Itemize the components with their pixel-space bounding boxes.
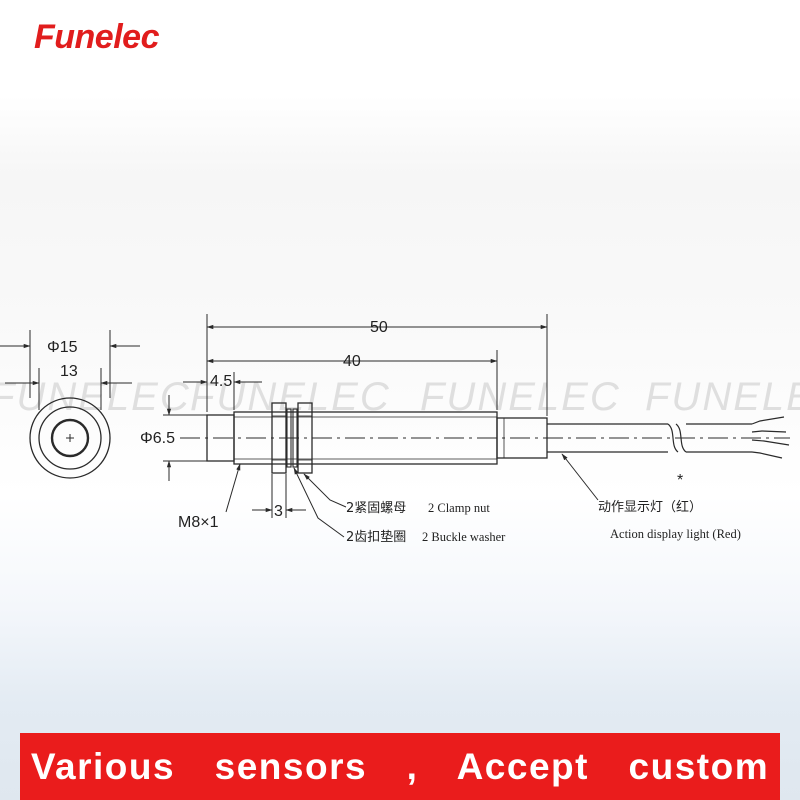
buckle-washer-back	[292, 408, 298, 468]
end-view-outer-ring	[29, 397, 111, 479]
light-cn: 动作显示灯（红）	[598, 499, 702, 515]
promo-banner: Various sensors , Accept custom	[20, 733, 780, 800]
end-view-center-mark	[66, 434, 74, 442]
d3-label: 3	[274, 503, 283, 520]
cable	[547, 416, 790, 459]
d13-label: 13	[60, 363, 78, 380]
clamp-nut-en: 2 Clamp nut	[428, 501, 490, 515]
watermark-1: FUNELEC	[0, 375, 191, 419]
rear-housing	[496, 417, 548, 459]
phi65-label: Φ6.5	[140, 430, 175, 447]
clamp-nut-back	[297, 402, 313, 474]
end-view-face	[50, 418, 90, 458]
promo-banner-text: Various sensors , Accept custom	[30, 745, 770, 787]
end-view-extension-lines	[29, 330, 111, 410]
d3-dimension	[252, 474, 306, 518]
watermark-4: FUNELEC	[645, 375, 800, 419]
d40-label: 40	[343, 353, 361, 370]
washer-leader	[293, 467, 345, 538]
phi15-label: Φ15	[47, 339, 78, 356]
end-view	[29, 397, 111, 479]
clamp-nut-cn: 2紧固螺母	[346, 501, 406, 516]
clamp-nut-front	[271, 402, 287, 474]
d50-label: 50	[370, 319, 388, 336]
d45-label: 4.5	[210, 373, 232, 390]
washer-cn: 2齿扣垫圈	[346, 529, 406, 545]
asterisk-mark: *	[677, 472, 683, 489]
brand-logo: Funelec	[34, 18, 159, 56]
washer-en: 2 Buckle washer	[422, 530, 506, 544]
end-view-inner-ring	[38, 406, 102, 470]
buckle-washer-front	[286, 408, 292, 468]
thread-label: M8×1	[178, 514, 219, 531]
phi65-dimension	[163, 395, 207, 481]
clamp-nut-leader	[303, 473, 347, 508]
light-leader	[561, 453, 599, 501]
thread-leader	[225, 463, 241, 513]
light-en: Action display light (Red)	[610, 527, 741, 541]
